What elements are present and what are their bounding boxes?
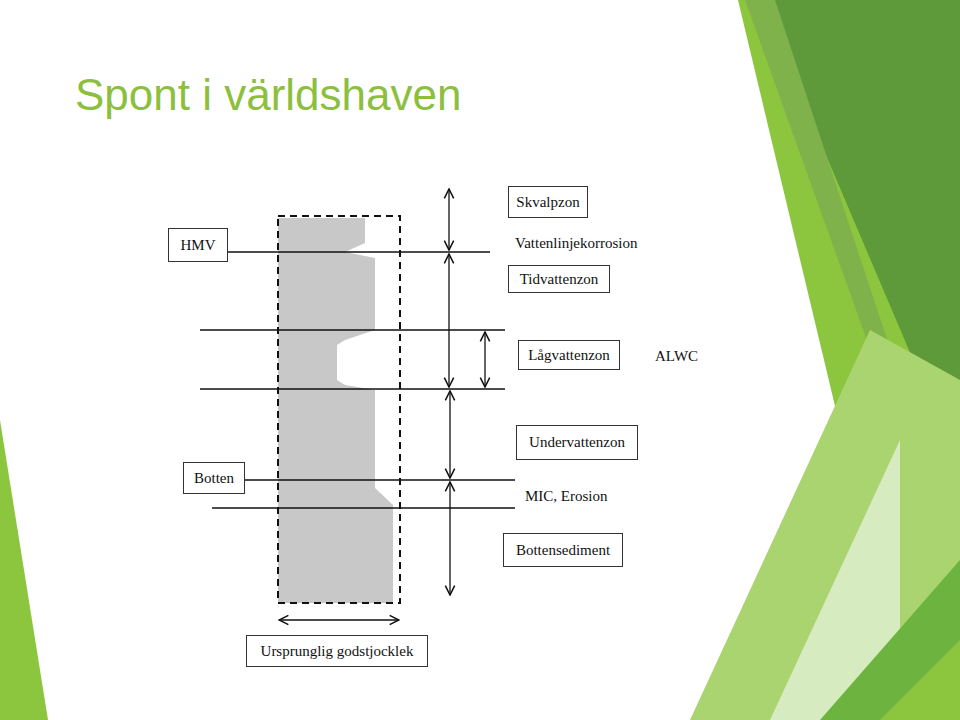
slide-title: Spont i världshaven [75, 70, 461, 120]
dimension-box: Ursprunglig godstjocklek [246, 635, 428, 667]
zone-note: ALWC [655, 347, 698, 365]
zone-note: Vattenlinjekorrosion [515, 234, 637, 252]
zone-note: MIC, Erosion [525, 487, 608, 505]
zone-box: Lågvattenzon [518, 340, 620, 370]
box-label: Lågvattenzon [528, 346, 610, 364]
zone-box: Tidvattenzon [508, 265, 610, 293]
zone-arrows [279, 189, 485, 620]
box-label: Skvalpzon [516, 193, 579, 211]
zone-box: Bottensediment [503, 533, 623, 567]
zone-box: Undervattenzon [516, 425, 638, 460]
level-lines [200, 252, 515, 508]
box-label: HMV [180, 236, 215, 254]
box-label: Tidvattenzon [520, 270, 599, 288]
box-label: Ursprunglig godstjocklek [261, 642, 414, 660]
box-label: Botten [194, 469, 234, 487]
zone-box: Skvalpzon [508, 186, 588, 218]
box-label: Bottensediment [516, 541, 610, 559]
level-box: HMV [168, 228, 228, 262]
box-label: Undervattenzon [529, 433, 625, 451]
level-box: Botten [183, 462, 245, 494]
sheet-pile [278, 216, 400, 603]
